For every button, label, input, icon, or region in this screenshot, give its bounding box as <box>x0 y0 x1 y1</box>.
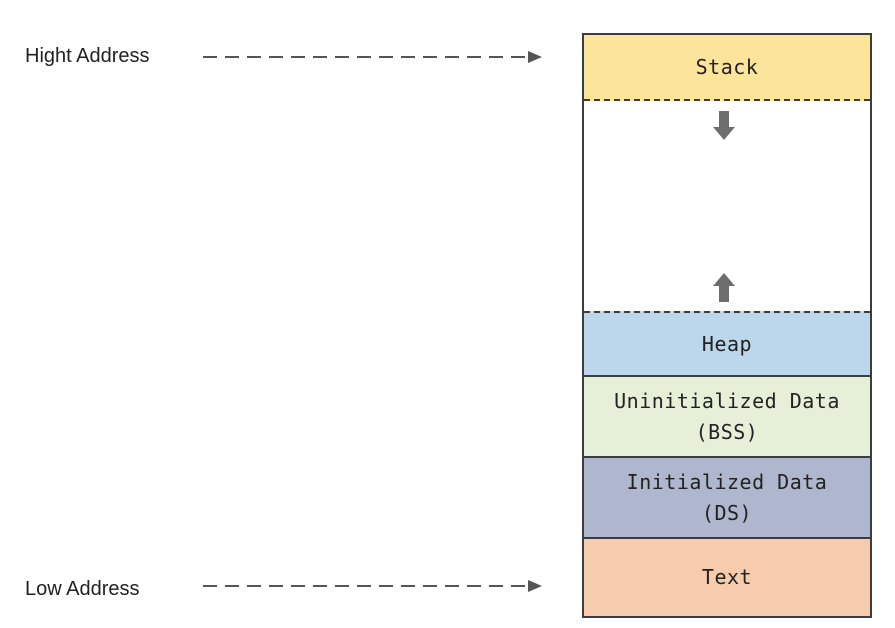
text-label: Text <box>701 565 753 589</box>
arrow-up-icon <box>713 273 735 302</box>
bss-segment: Uninitialized Data (BSS) <box>584 377 870 458</box>
low-address-arrow <box>203 580 542 592</box>
free-space-segment <box>584 101 870 311</box>
memory-layout: Stack Heap Uninitialized Data (BSS) Init… <box>582 33 872 618</box>
ds-segment: Initialized Data (DS) <box>584 458 870 539</box>
low-address-label: Low Address <box>25 578 140 600</box>
heap-segment: Heap <box>584 311 870 377</box>
high-address-label: Hight Address <box>25 45 150 67</box>
stack-segment: Stack <box>584 35 870 101</box>
bss-label-line2: (BSS) <box>695 419 759 444</box>
stack-label: Stack <box>695 54 759 79</box>
arrow-down-icon <box>713 111 735 140</box>
ds-label-line2: (DS) <box>701 500 753 525</box>
text-segment: Text <box>584 539 870 616</box>
ds-label-line1: Initialized Data <box>626 469 828 494</box>
bss-label-line1: Uninitialized Data <box>614 388 840 413</box>
heap-label: Heap <box>701 331 753 356</box>
high-address-arrow <box>203 51 542 63</box>
